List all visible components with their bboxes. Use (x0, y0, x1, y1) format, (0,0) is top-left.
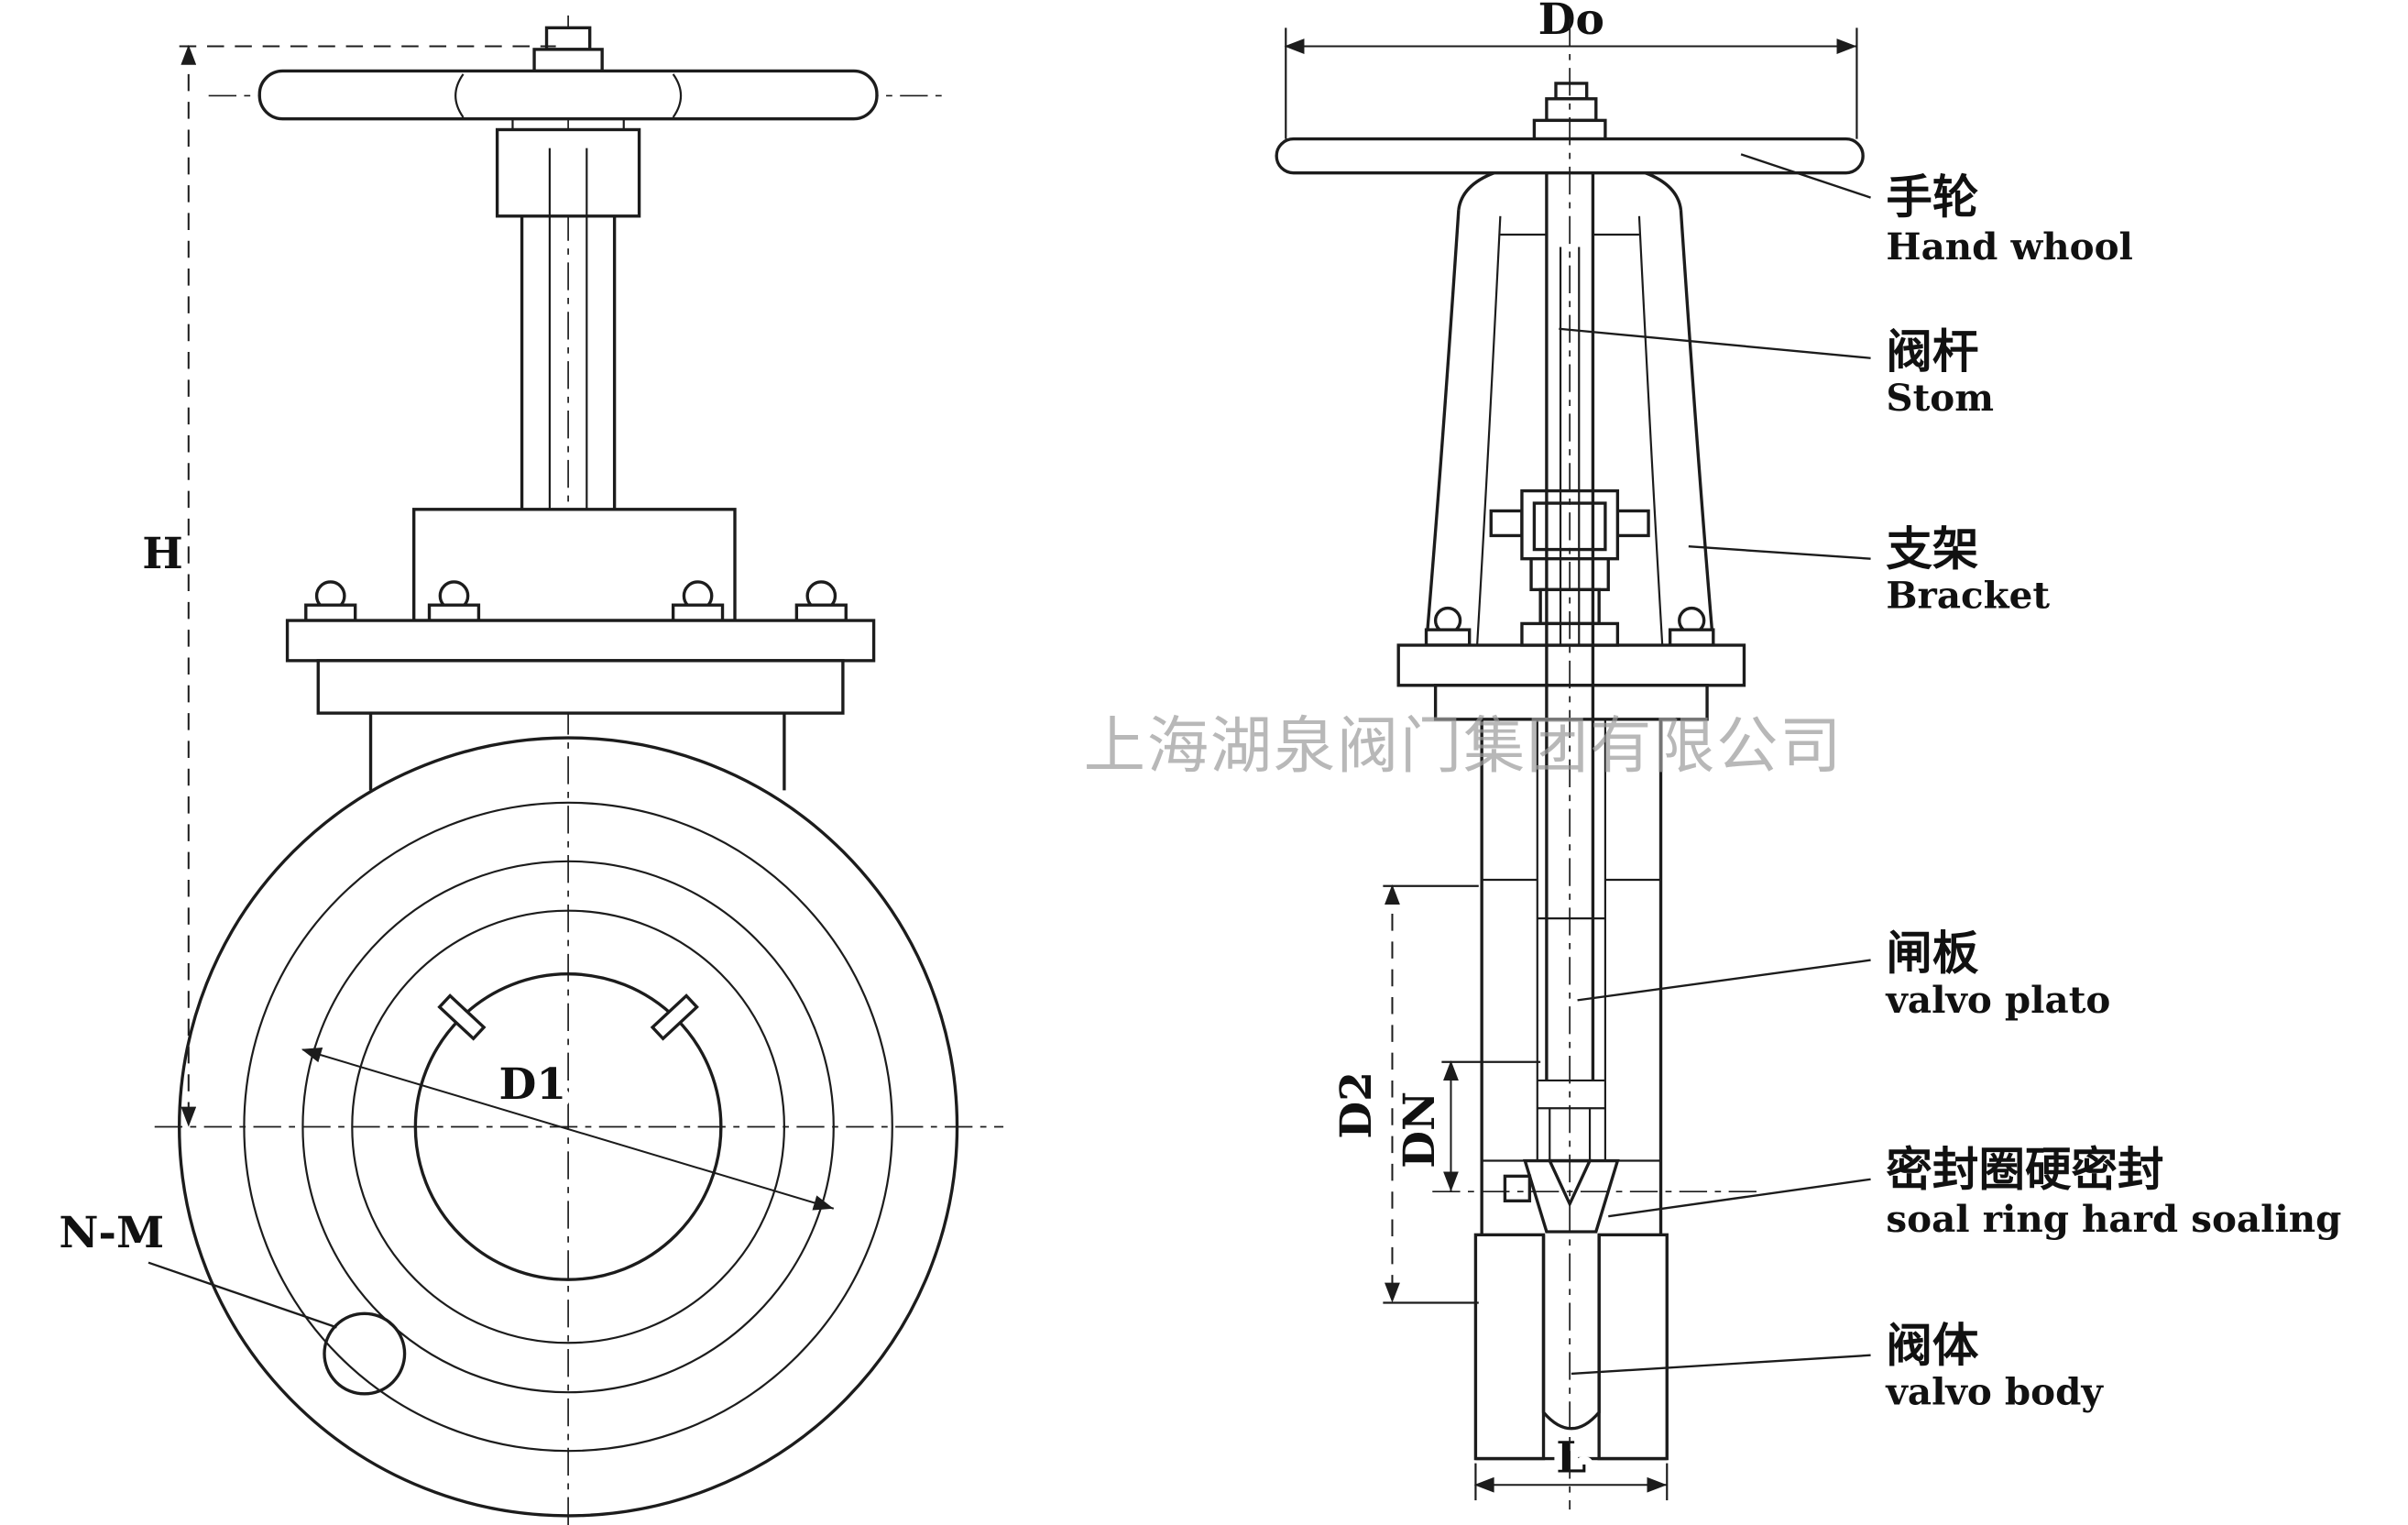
dim-d2: D2 (1331, 884, 1479, 1304)
front-view-centerlines (154, 15, 1004, 1525)
part-label-valve-body-en: valvo body (1885, 1370, 2104, 1414)
dim-n-m-label: N-M (59, 1208, 164, 1258)
dim-d2-label: D2 (1331, 1071, 1382, 1139)
valve-body-section (1473, 1233, 1669, 1461)
dim-l: L (1473, 1425, 1669, 1501)
leader-valve-body (1571, 1354, 1871, 1376)
wing-nut (304, 580, 357, 622)
part-label-handwheel-zh: 手轮 (1886, 170, 1978, 224)
wing-nut (671, 580, 725, 622)
part-label-gate-plate-en: valvo plato (1885, 978, 2110, 1022)
dim-dn: DN (1395, 1060, 1541, 1192)
dim-do-label: Do (1538, 0, 1604, 45)
leader-gate-plate (1577, 959, 1871, 1002)
seal-ring-section (1480, 1158, 1663, 1235)
part-label-valve-body-zh: 阀体 (1886, 1318, 1979, 1372)
dim-dn-label: DN (1395, 1092, 1445, 1168)
part-label-bracket-en: Bracket (1886, 574, 2050, 618)
dim-h-label: H (142, 529, 183, 579)
bonnet-flange-front (285, 508, 876, 791)
bracket-side (1424, 171, 1715, 646)
handwheel-front (257, 26, 879, 218)
leader-bracket (1688, 545, 1871, 560)
part-label-gate-plate-zh: 闸板 (1886, 927, 1979, 981)
bolt-hole (323, 1311, 407, 1396)
part-labels: 手轮 Hand whool 阀杆 Stom 支架 Bracket 闸板 valv… (1885, 170, 2341, 1413)
part-label-stem-zh: 阀杆 (1886, 324, 1978, 379)
body-column-side (1480, 719, 1663, 1161)
wing-nut (1424, 606, 1472, 647)
part-label-seal-ring-zh: 密封圈硬密封 (1886, 1142, 2163, 1196)
leader-lines (1559, 153, 1871, 1376)
watermark-text: 上海湖泉阀门集团有限公司 (1084, 709, 1844, 782)
dim-do: Do (1284, 0, 1858, 139)
part-label-bracket-zh: 支架 (1886, 521, 1978, 576)
part-label-handwheel-en: Hand whool (1886, 225, 2132, 269)
leader-handwheel (1740, 153, 1871, 199)
dim-d1-label: D1 (499, 1059, 567, 1110)
dim-n-m: N-M (59, 1208, 337, 1329)
seat-notch-left (437, 993, 487, 1041)
dim-h: H (142, 44, 556, 1127)
leader-seal-ring (1608, 1178, 1871, 1218)
wing-nut (794, 580, 848, 622)
part-label-seal-ring-en: soal ring hard soaling (1886, 1197, 2341, 1241)
bracket-base-plates (1396, 606, 1746, 721)
front-view: H D1 N-M (59, 15, 1004, 1525)
leader-stem (1559, 327, 1871, 359)
stem-front (520, 148, 617, 510)
dim-d1: D1 (301, 1047, 835, 1211)
side-view: Do (1275, 0, 2341, 1510)
stem-side (1545, 172, 1595, 1081)
part-label-stem-en: Stom (1886, 376, 1994, 420)
dim-l-label: L (1556, 1433, 1586, 1484)
seat-notch-right (650, 993, 699, 1041)
wing-nut (1668, 606, 1715, 647)
